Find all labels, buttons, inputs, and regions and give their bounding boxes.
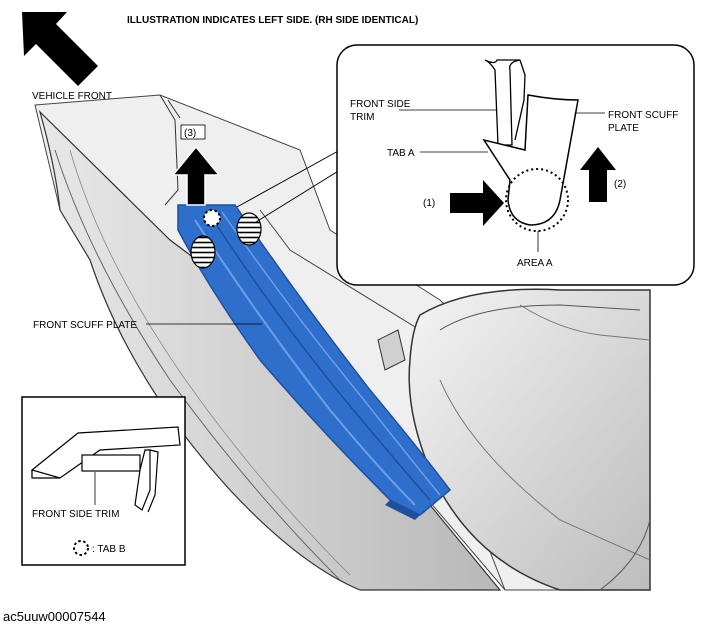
tab-b-marker [203,209,221,227]
step3-callout-box [180,124,206,140]
step1-callout: (1) [423,198,435,209]
detail-front-side-trim-label-2: TRIM [350,112,374,123]
header-note: ILLUSTRATION INDICATES LEFT SIDE. (RH SI… [127,15,418,26]
detail-tab-a-label: TAB A [387,148,415,159]
detail-leader-line [255,169,341,223]
step3-arrow-icon [171,145,221,206]
tab-b-legend-label: : TAB B [92,544,126,555]
detail-front-side-trim-label-1: FRONT SIDE [350,99,411,110]
step2-callout: (2) [614,179,626,190]
detail-view-area-a [336,44,695,286]
vehicle-front-label: VEHICLE FRONT [32,91,112,102]
detail-front-scuff-plate-label-2: PLATE [608,123,639,134]
figure-code: ac5uuw00007544 [3,609,106,624]
vehicle-front-arrow-icon [22,12,98,86]
step1-arrow-icon [450,180,504,226]
tab-a-clip-marker [236,212,262,246]
inset-view-tab-b [21,396,186,566]
front-scuff-plate-label: FRONT SCUFF PLATE [33,320,137,331]
tab-a-clip-marker [190,235,216,269]
area-a-circle [505,168,569,232]
detail-leader-line [236,149,341,208]
front-scuff-plate-part [177,204,452,520]
inset-front-side-trim-label: FRONT SIDE TRIM [32,509,119,520]
detail-area-a-label: AREA A [517,258,553,269]
step3-callout: (3) [184,128,196,139]
tab-b-legend-icon [73,540,89,556]
detail-front-scuff-plate-label-1: FRONT SCUFF [608,110,678,121]
step2-arrow-icon [580,147,616,202]
